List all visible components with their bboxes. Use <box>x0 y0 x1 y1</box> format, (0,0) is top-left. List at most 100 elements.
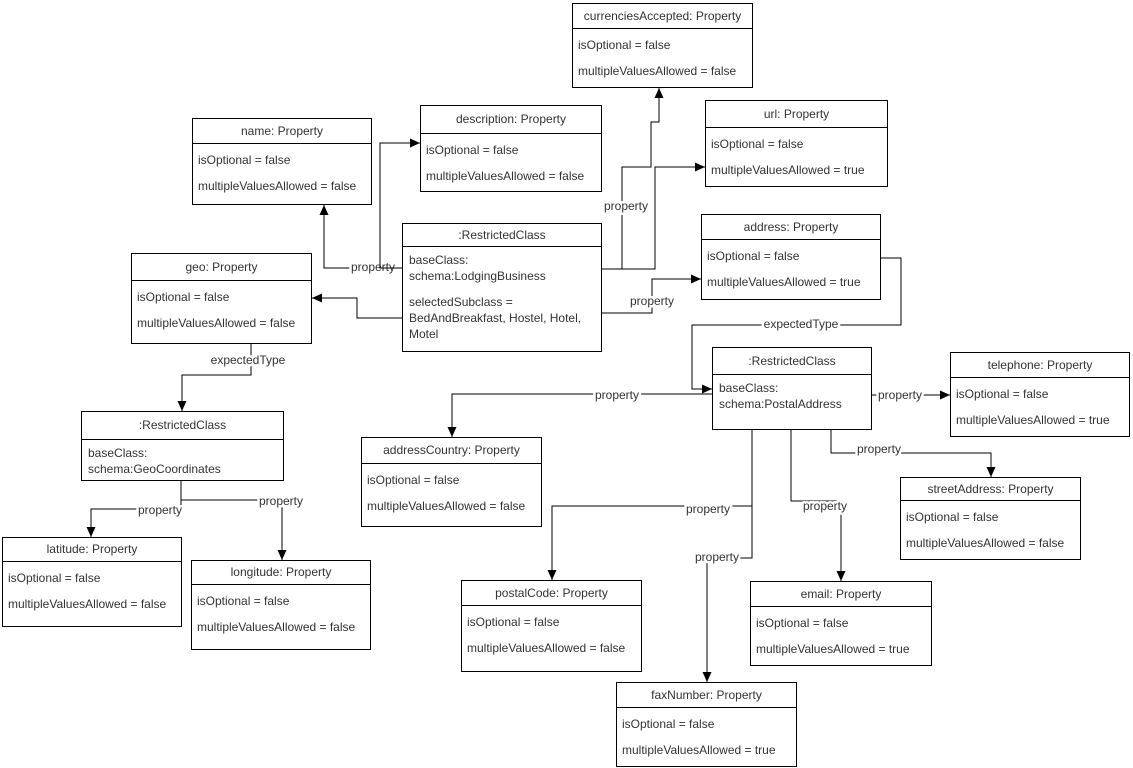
node-title: addressCountry: Property <box>362 438 541 464</box>
node-attribute: BedAndBreakfast, Hostel, Hotel, <box>409 311 582 325</box>
node-title: streetAddress: Property <box>901 478 1080 501</box>
node-url[interactable]: url: Property isOptional = false multipleV… <box>705 100 888 187</box>
node-restricted-postaladdress[interactable]: :RestrictedClass baseClass: schema:PostalA… <box>712 347 872 430</box>
node-title: latitude: Property <box>3 538 181 562</box>
node-attribute: multipleValuesAllowed = false <box>8 597 167 611</box>
edge-postaladdress-to-email <box>790 430 846 581</box>
node-title: :RestrictedClass <box>713 348 871 375</box>
edge-postaladdress-to-faxnumber <box>702 430 753 682</box>
node-title: :RestrictedClass <box>403 224 601 247</box>
node-body: isOptional = false multipleValuesAllowed … <box>421 134 601 189</box>
node-title: :RestrictedClass <box>82 412 283 440</box>
edge-label: property <box>138 503 182 517</box>
node-attribute: multipleValuesAllowed = false <box>198 179 357 193</box>
node-telephone[interactable]: telephone: Property isOptional = false mul… <box>950 352 1130 437</box>
edge-label: expectedType <box>764 317 839 331</box>
node-attribute: multipleValuesAllowed = false <box>426 169 585 183</box>
edge-geo-to-geocoordinates <box>177 344 252 411</box>
node-title: description: Property <box>421 106 601 134</box>
node-title: postalCode: Property <box>462 581 641 606</box>
node-attribute: selectedSubclass = <box>409 295 513 309</box>
edge-lodging-to-name <box>319 205 402 269</box>
node-attribute <box>403 284 601 294</box>
node-attribute: multipleValuesAllowed = false <box>578 64 737 78</box>
node-geo[interactable]: geo: Property isOptional = false multipleV… <box>131 253 312 344</box>
edge-label: property <box>259 494 303 508</box>
node-attribute: isOptional = false <box>711 137 804 151</box>
node-attribute: multipleValuesAllowed = false <box>137 316 296 330</box>
edge-address-to-postaladdress <box>691 257 902 394</box>
node-email[interactable]: email: Property isOptional = false multipl… <box>750 581 932 666</box>
node-attribute: schema:PostalAddress <box>719 397 842 411</box>
node-latitude[interactable]: latitude: Property isOptional = false mult… <box>2 537 182 627</box>
node-title: faxNumber: Property <box>617 683 796 708</box>
edge-label: property <box>695 550 739 564</box>
edge-label: property <box>630 294 674 308</box>
node-title: name: Property <box>193 119 371 144</box>
node-attribute: isOptional = false <box>622 717 715 731</box>
edge-label: property <box>351 260 395 274</box>
node-attribute: multipleValuesAllowed = true <box>707 275 861 289</box>
node-description[interactable]: description: Property isOptional = false m… <box>420 105 602 192</box>
node-body: isOptional = false multipleValuesAllowed … <box>706 128 887 183</box>
node-attribute: multipleValuesAllowed = true <box>711 163 865 177</box>
edge-lodging-to-description <box>379 138 420 269</box>
node-attribute: baseClass: <box>409 253 469 267</box>
node-body: isOptional = false multipleValuesAllowed … <box>951 378 1129 433</box>
node-attribute: isOptional = false <box>467 615 560 629</box>
node-title: email: Property <box>751 582 931 607</box>
edge-geocoordinates-to-longitude <box>180 481 287 560</box>
node-attribute: multipleValuesAllowed = true <box>756 642 910 656</box>
node-title: currenciesAccepted: Property <box>573 4 752 29</box>
edge-label: expectedType <box>211 353 286 367</box>
node-attribute: baseClass: <box>719 381 779 395</box>
node-attribute: isOptional = false <box>956 387 1049 401</box>
node-title: url: Property <box>706 101 887 128</box>
node-attribute: multipleValuesAllowed = true <box>956 413 1110 427</box>
edge-lodging-to-currencies <box>602 88 664 270</box>
node-attribute: isOptional = false <box>756 616 849 630</box>
node-attribute: isOptional = false <box>8 571 101 585</box>
node-attribute: isOptional = false <box>367 473 460 487</box>
edge-postaladdress-to-streetaddress <box>830 430 996 477</box>
node-body: isOptional = false multipleValuesAllowed … <box>751 607 931 662</box>
node-fax-number[interactable]: faxNumber: Property isOptional = false mul… <box>616 682 797 767</box>
node-attribute: multipleValuesAllowed = false <box>367 499 526 513</box>
node-attribute: isOptional = false <box>137 290 230 304</box>
node-title: address: Property <box>702 215 880 240</box>
node-attribute: isOptional = false <box>426 143 519 157</box>
node-body: isOptional = false multipleValuesAllowed … <box>3 562 181 617</box>
edge-label: property <box>595 388 639 402</box>
edge-lodging-to-geo <box>312 293 402 319</box>
edge-label: property <box>857 442 901 456</box>
node-title: geo: Property <box>132 254 311 281</box>
node-restricted-geocoordinates[interactable]: :RestrictedClass baseClass: schema:GeoCoor… <box>81 411 284 481</box>
node-attribute: multipleValuesAllowed = true <box>622 743 776 757</box>
node-body: isOptional = false multipleValuesAllowed … <box>362 464 541 519</box>
edge-label: property <box>878 388 922 402</box>
edge-postaladdress-to-addresscountry <box>447 393 712 437</box>
node-body: baseClass: schema:PostalAddress <box>713 375 871 412</box>
node-attribute: schema:GeoCoordinates <box>88 462 221 476</box>
edge-label: property <box>803 499 847 513</box>
edge-lodging-to-url <box>602 162 705 270</box>
node-attribute: baseClass: <box>88 446 148 460</box>
edge-label: property <box>686 502 730 516</box>
node-title: telephone: Property <box>951 353 1129 378</box>
